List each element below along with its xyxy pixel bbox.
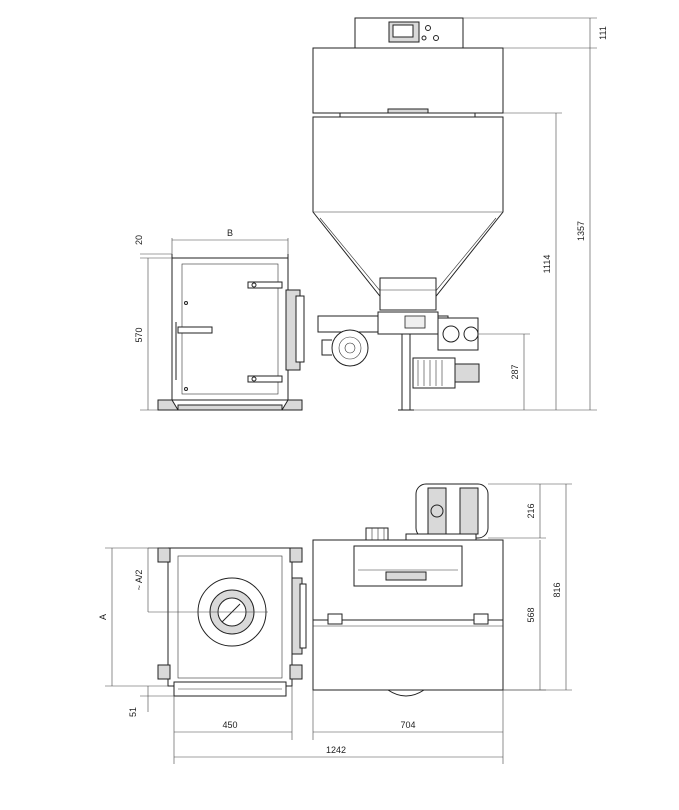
dim-plan-boiler-depth: A [98, 614, 108, 620]
hopper-body [312, 116, 504, 311]
dim-plan-half-depth: ~ A/2 [134, 570, 144, 591]
plan-view: 216 568 816 A ~ A/2 51 450 704 1242 [98, 483, 572, 764]
plan-boiler [105, 547, 307, 712]
controller-panel [354, 17, 464, 49]
boiler-elevation [157, 254, 305, 411]
dim-plan-hopper-depth: 568 [526, 607, 536, 622]
dim-top-boiler-gap: 20 [134, 235, 144, 245]
feeder-auger [317, 311, 480, 411]
dim-top-hopper-height: 1114 [542, 255, 552, 274]
dim-top-boiler-width: B [227, 228, 233, 238]
plan-dimensions [173, 483, 572, 764]
plan-hopper [312, 539, 504, 697]
elevation-dimensions [140, 17, 597, 411]
dim-plan-fan-width: 216 [526, 503, 536, 518]
dim-plan-total-width: 1242 [326, 745, 346, 755]
dim-plan-total-depth: 816 [552, 582, 562, 597]
dim-top-height-total: 1357 [576, 221, 586, 241]
dim-plan-hopper-width: 704 [400, 720, 415, 730]
dim-plan-offset: 51 [128, 707, 138, 717]
plan-fan-unit [365, 483, 489, 543]
dim-top-boiler-height: 570 [134, 327, 144, 342]
dim-top-burner-axis: 287 [510, 364, 520, 379]
dim-top-controller: 111 [598, 26, 608, 40]
dim-plan-boiler-width: 450 [222, 720, 237, 730]
elevation-view: 111 1357 1114 287 570 20 B [134, 17, 608, 411]
